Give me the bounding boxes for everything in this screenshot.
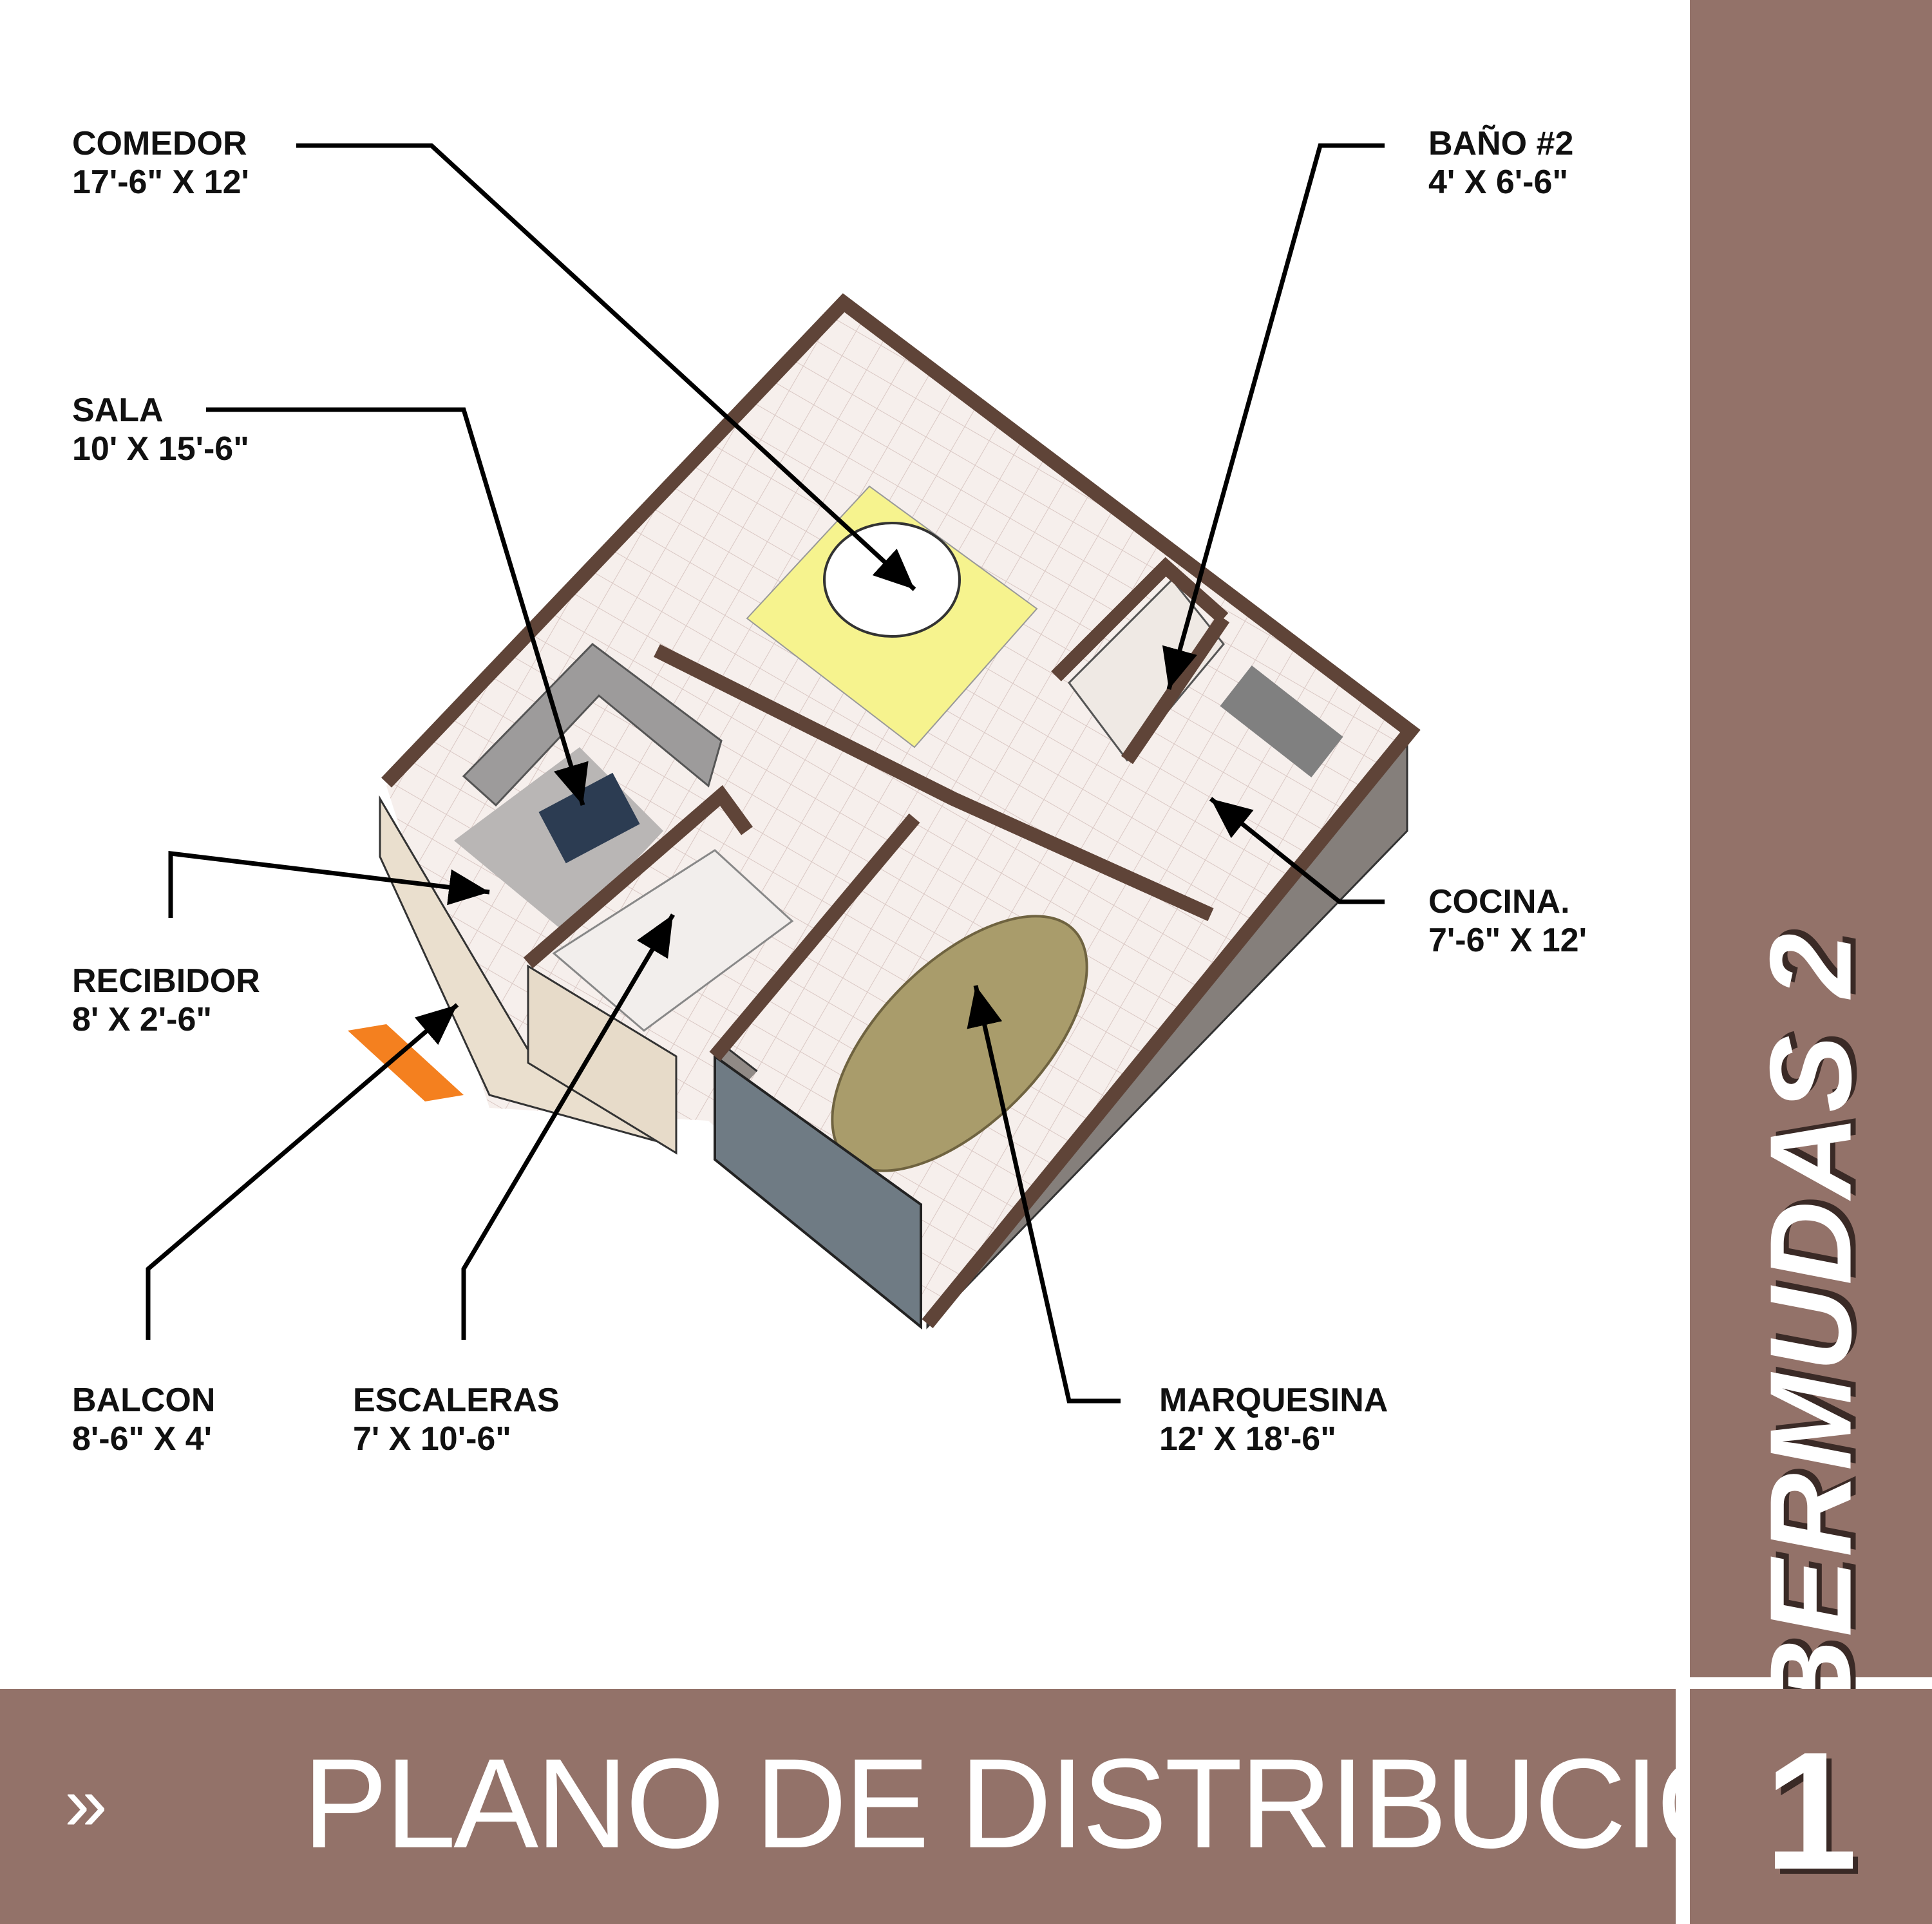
room-dims: 10' X 15'-6" — [72, 430, 249, 468]
leader-balcon — [146, 1003, 459, 1340]
room-dims: 8' X 2'-6" — [72, 1001, 213, 1038]
label-escaleras: ESCALERAS 7' X 10'-6" — [353, 1381, 560, 1458]
room-name: COMEDOR — [72, 125, 247, 162]
leader-recibidor — [168, 851, 490, 918]
room-dims: 7' X 10'-6" — [353, 1420, 511, 1458]
kitchen-counter — [1220, 665, 1343, 777]
dining-table — [823, 522, 961, 638]
leader-comedor — [296, 143, 916, 591]
room-name: SALA — [72, 392, 164, 429]
room-name: BAÑO #2 — [1428, 125, 1574, 162]
label-recibidor: RECIBIDOR 8' X 2'-6" — [72, 962, 260, 1039]
label-balcon: BALCON 8'-6" X 4' — [72, 1381, 215, 1458]
label-cocina: COCINA. 7'-6" X 12' — [1428, 882, 1587, 960]
room-dims: 12' X 18'-6" — [1159, 1420, 1336, 1458]
room-dims: 17'-6" X 12' — [72, 164, 249, 201]
label-marquesina: MARQUESINA 12' X 18'-6" — [1159, 1381, 1388, 1458]
room-name: ESCALERAS — [353, 1382, 560, 1419]
coffee-table — [538, 772, 640, 864]
side-panel — [1690, 0, 1932, 1677]
balcony-step — [348, 1024, 464, 1101]
room-name: COCINA. — [1428, 883, 1570, 920]
leader-sala — [206, 407, 589, 806]
leader-escaleras — [461, 913, 676, 1340]
label-bano: BAÑO #2 4' X 6'-6" — [1428, 124, 1573, 202]
brand-title: BERMUDAS 2 — [1746, 930, 1876, 1724]
chevron-icon: » — [64, 1760, 108, 1847]
garage-door — [714, 1054, 922, 1330]
room-dims: 7'-6" X 12' — [1428, 922, 1587, 959]
room-dims: 4' X 6'-6" — [1428, 164, 1569, 201]
leader-bano — [1162, 143, 1385, 690]
leader-marquesina — [967, 985, 1121, 1404]
label-sala: SALA 10' X 15'-6" — [72, 391, 249, 468]
room-name: MARQUESINA — [1159, 1382, 1388, 1419]
leader-lines — [146, 143, 1385, 1404]
label-comedor: COMEDOR 17'-6" X 12' — [72, 124, 249, 202]
wall-tops — [381, 293, 1421, 1328]
room-name: BALCON — [72, 1382, 216, 1419]
page-number-box — [1690, 1689, 1932, 1924]
footer-bar — [0, 1689, 1676, 1924]
sofa — [462, 643, 723, 807]
room-name: RECIBIDOR — [72, 962, 260, 1000]
page-title: PLANO DE DISTRIBUCION — [303, 1732, 1845, 1874]
leader-cocina — [1209, 797, 1385, 904]
page-number: 1 — [1764, 1718, 1858, 1905]
wall-face-front — [527, 964, 677, 1155]
room-dims: 8'-6" X 4' — [72, 1420, 213, 1458]
stairs — [552, 849, 794, 1032]
